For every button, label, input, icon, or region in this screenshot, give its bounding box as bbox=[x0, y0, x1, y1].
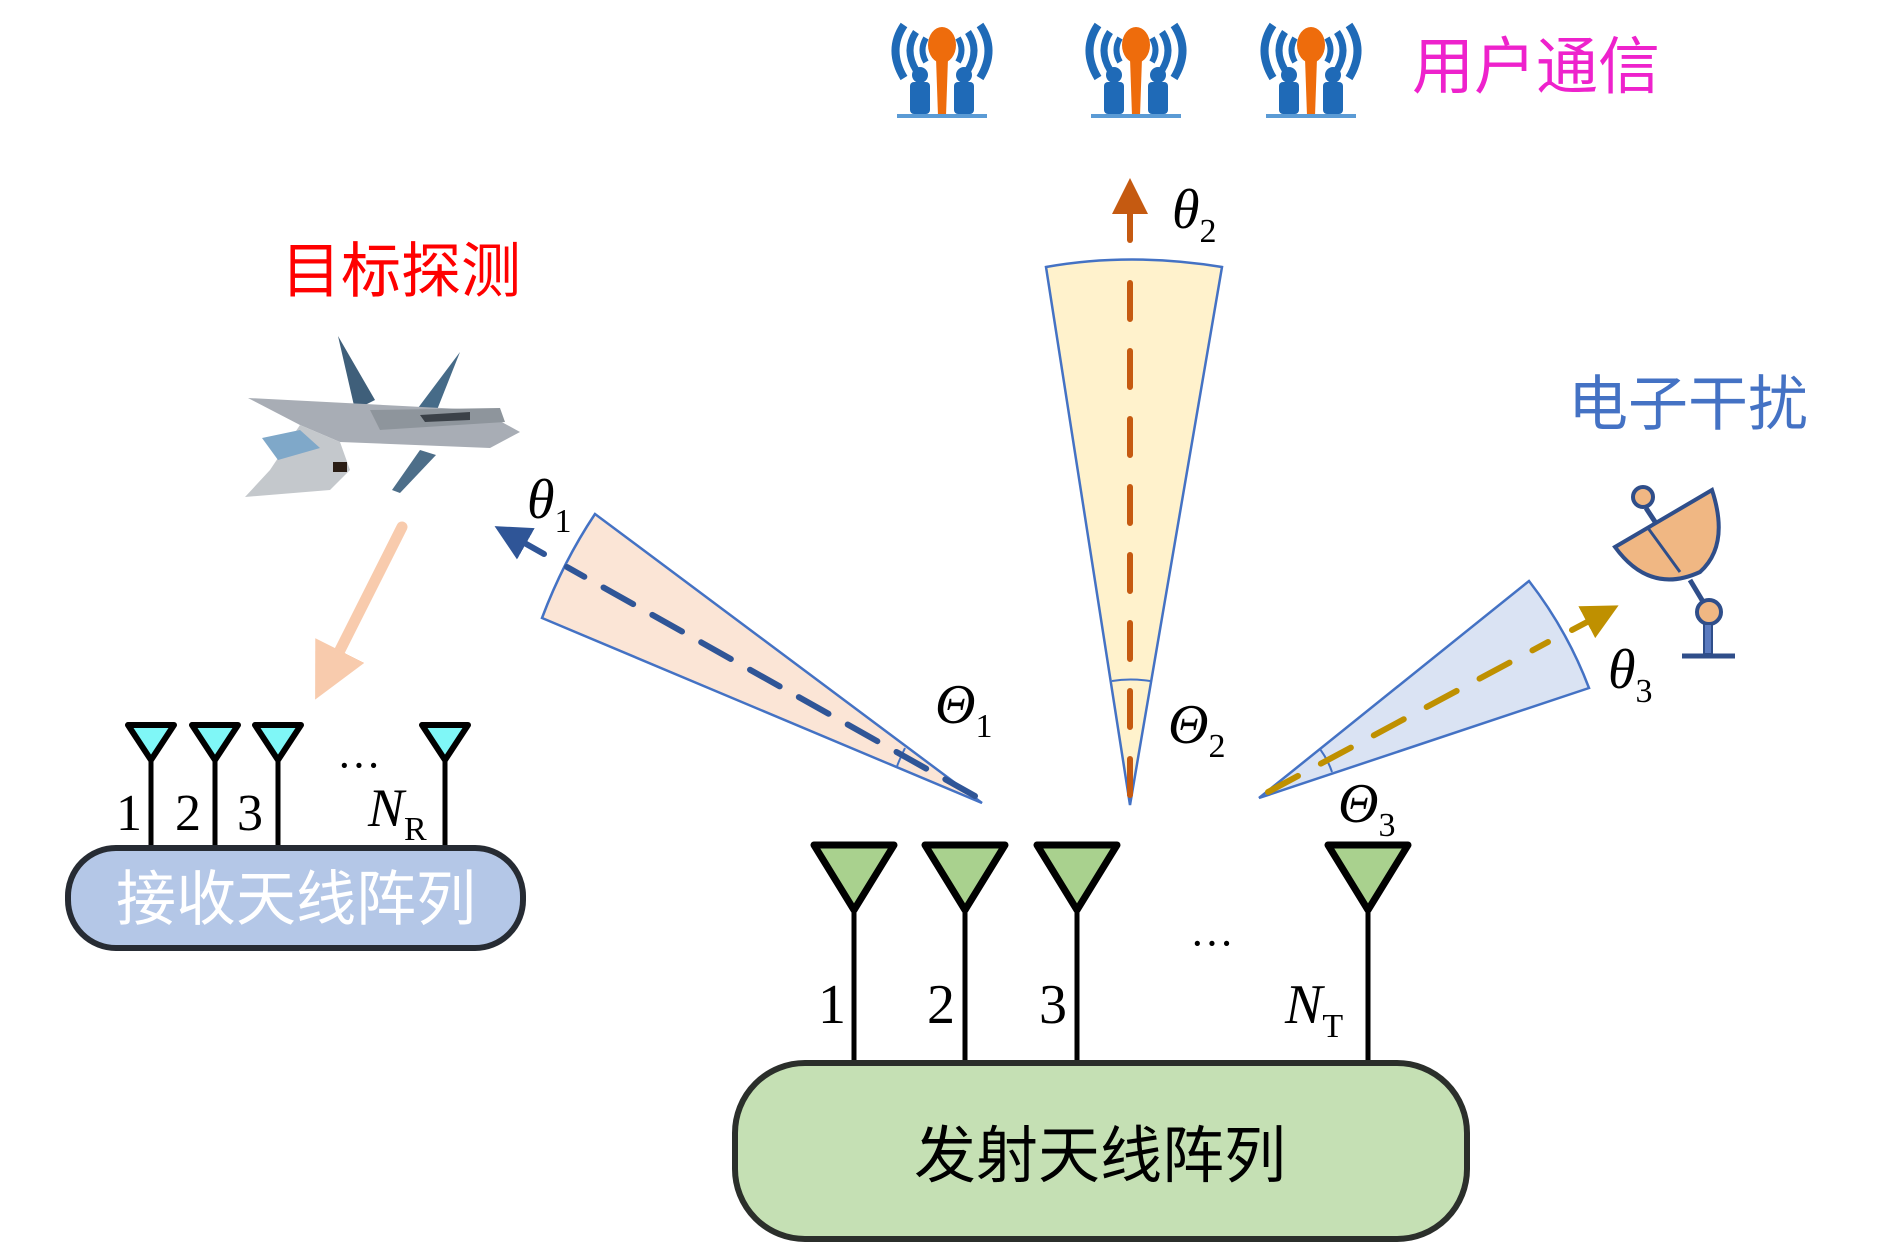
beam-2-sector bbox=[1044, 258, 1224, 806]
comm-tower-users-icon bbox=[1260, 22, 1362, 118]
transmit-array-label: 发射天线阵列 bbox=[914, 1119, 1286, 1192]
transmit-antenna-array: 发射天线阵列 1 2 3 ··· NT bbox=[732, 841, 1470, 1242]
satellite-dish-icon bbox=[1612, 485, 1735, 659]
transmit-antenna-1 bbox=[810, 841, 898, 1068]
beam-1-direction-arrow bbox=[494, 526, 547, 560]
theta-1-label: θ1 bbox=[527, 469, 572, 540]
beam-1 bbox=[494, 512, 983, 805]
electronic-jamming-label: 电子干扰 bbox=[1568, 370, 1808, 440]
receive-antenna-2-number: 2 bbox=[175, 785, 201, 842]
beam-3-direction-arrow bbox=[1569, 605, 1619, 639]
transmit-antenna-3 bbox=[1033, 841, 1121, 1068]
transmit-antenna-2-number: 2 bbox=[927, 974, 955, 1036]
fighter-jet-icon bbox=[245, 336, 520, 497]
receive-antenna-1 bbox=[125, 722, 177, 852]
beam-3-axis bbox=[1265, 639, 1551, 795]
user-communication-label: 用户通信 bbox=[1412, 30, 1660, 103]
beamwidth-2-label: Θ2 bbox=[1168, 694, 1225, 765]
receive-antenna-2 bbox=[189, 722, 241, 852]
target-detection-label: 目标探测 bbox=[281, 237, 521, 307]
beam-2-width-arc bbox=[1111, 678, 1151, 682]
beam-1-axis bbox=[564, 564, 978, 799]
receive-antenna-1-number: 1 bbox=[116, 785, 142, 842]
theta-3-label: θ3 bbox=[1608, 639, 1653, 710]
transmit-antenna-2 bbox=[921, 841, 1009, 1068]
beam-2 bbox=[1044, 178, 1224, 806]
echo-arrow bbox=[315, 521, 408, 700]
beamwidth-3-label: Θ3 bbox=[1338, 773, 1395, 844]
transmit-array-box bbox=[732, 1060, 1470, 1242]
transmit-antenna-n-label: NT bbox=[1284, 974, 1343, 1045]
beam-1-width-arc bbox=[896, 747, 906, 768]
theta-2-label: θ2 bbox=[1172, 179, 1217, 250]
comm-tower-users-icon bbox=[891, 22, 993, 118]
receive-ellipsis: ··· bbox=[337, 741, 381, 790]
receive-antenna-array: 接收天线阵列 1 2 3 ··· NR bbox=[65, 722, 526, 951]
receive-antenna-n-label: NR bbox=[367, 778, 427, 848]
beam-1-sector bbox=[540, 512, 983, 805]
transmit-antenna-3-number: 3 bbox=[1039, 974, 1067, 1036]
transmit-ellipsis: ··· bbox=[1190, 919, 1234, 968]
transmit-antenna-n bbox=[1324, 841, 1412, 1068]
receive-array-box bbox=[65, 845, 526, 951]
receive-antenna-n bbox=[419, 722, 471, 852]
receive-antenna-3-number: 3 bbox=[237, 785, 263, 842]
beamwidth-1-label: Θ1 bbox=[935, 674, 992, 745]
beam-3-sector bbox=[1258, 579, 1591, 800]
beam-3 bbox=[1258, 579, 1619, 800]
receive-antenna-3 bbox=[252, 722, 304, 852]
transmit-antenna-1-number: 1 bbox=[818, 974, 846, 1036]
receive-array-label: 接收天线阵列 bbox=[116, 865, 476, 935]
comm-tower-users-icon bbox=[1085, 22, 1187, 118]
